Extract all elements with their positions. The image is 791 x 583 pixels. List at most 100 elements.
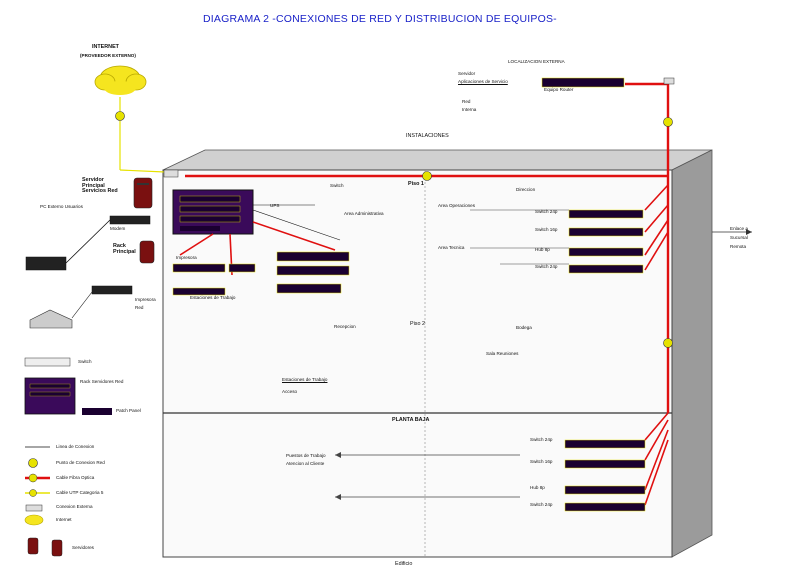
diagram-title: DIAGRAMA 2 -CONEXIONES DE RED Y DISTRIBU… xyxy=(203,13,557,25)
switch-icon xyxy=(276,251,350,262)
legend-label: Rack Servidores Red xyxy=(80,379,124,384)
printer-sublabel: Red xyxy=(135,305,144,310)
legend-label: Switch xyxy=(78,359,92,364)
legend-label: Patch Panel xyxy=(116,408,141,413)
modem-label: Modem xyxy=(110,226,126,231)
external-label: Interna xyxy=(462,107,477,112)
area-label: Estaciones de Trabajo xyxy=(282,377,328,382)
branch-link xyxy=(644,439,669,506)
floor-label-ground: PLANTA BAJA xyxy=(392,417,430,423)
cloud-sublabel: (PROVEEDOR EXTERNO) xyxy=(80,53,136,58)
legend-server-icon xyxy=(27,537,39,555)
internet-cloud-icon xyxy=(94,65,147,95)
branch-link xyxy=(644,419,669,461)
switch-icon xyxy=(568,209,644,219)
switch-icon xyxy=(276,265,350,276)
device-label: Switch 24p xyxy=(530,502,553,507)
server-label: Servidor Principal Servicios Red xyxy=(82,177,118,195)
legend-point-icon xyxy=(28,458,38,468)
floor-label-mid: Piso 2 xyxy=(410,321,425,327)
external-pc-label: PC Externo Usuarios xyxy=(40,204,83,209)
device-label: Switch 24p xyxy=(530,437,553,442)
branch-link xyxy=(644,184,669,211)
rack-link xyxy=(252,221,336,251)
rack-link xyxy=(179,233,214,256)
remote-label: Sucursal xyxy=(730,235,748,240)
switch-icon xyxy=(228,263,256,273)
connection-point-icon xyxy=(663,117,673,127)
area-label: Switch xyxy=(330,183,344,188)
legend-label: Punto de Conexion Red xyxy=(56,460,105,465)
switch-icon xyxy=(568,264,644,274)
legend-label: Linea de Conexion xyxy=(56,444,95,449)
external-header: LOCALIZACION EXTERNA xyxy=(508,59,565,64)
remote-label: Remota xyxy=(730,244,747,249)
external-device-icon xyxy=(541,77,625,88)
switch-icon xyxy=(276,283,342,294)
branch-link xyxy=(644,429,669,491)
device-label: Hub 8p xyxy=(535,247,550,252)
area-label: Estaciones de Trabajo xyxy=(190,295,236,300)
area-label: Bodega xyxy=(516,325,532,330)
area-label: UPS xyxy=(270,203,280,208)
remote-label: Enlace a xyxy=(730,226,748,231)
legend-label: Conexion Externa xyxy=(56,504,93,509)
area-label: Area Tecnica xyxy=(438,245,465,250)
device-label: Switch 24p xyxy=(535,209,558,214)
cloud-label: INTERNET xyxy=(92,44,119,50)
entry-router-icon xyxy=(163,169,179,178)
switch-icon xyxy=(568,227,644,237)
switch-icon xyxy=(564,502,646,512)
device-label: Switch 16p xyxy=(535,227,558,232)
legend-label: Servidores xyxy=(72,545,94,550)
external-label: Equipo Router xyxy=(544,87,574,92)
connection-point-icon xyxy=(115,111,125,121)
connection-point-icon xyxy=(422,171,432,181)
rack-link-thin xyxy=(252,209,341,241)
legend-internet-icon xyxy=(24,514,44,526)
area-label: Area Operaciones xyxy=(438,203,476,208)
area-label: Area Administrativa xyxy=(344,211,384,216)
printer-label: Impresora xyxy=(135,297,156,302)
internet-link-2 xyxy=(119,169,166,173)
area-label: Impresora xyxy=(176,255,197,260)
area-label: Recepcion xyxy=(334,324,356,329)
server-tower-icon xyxy=(139,240,155,264)
external-pc-icon xyxy=(25,256,67,271)
building-label: Edificio xyxy=(395,561,413,567)
legend-label: Internet xyxy=(56,517,72,522)
building-roof xyxy=(162,149,713,171)
legend-label: Cable UTP Categoria 5 xyxy=(56,490,104,495)
legend-server-icon xyxy=(51,539,63,557)
area-label: Sala Reuniones xyxy=(486,351,519,356)
switch-icon xyxy=(172,263,226,273)
area-label: Atencion al Cliente xyxy=(286,461,325,466)
area-label: Direccion xyxy=(516,187,536,192)
rack-label: Rack Principal xyxy=(113,243,136,255)
external-label: Servidor xyxy=(458,71,476,76)
device-label: Switch 24p xyxy=(535,264,558,269)
switch-icon xyxy=(564,485,646,495)
legend-switch-icon xyxy=(24,357,71,367)
switch-icon xyxy=(172,287,226,296)
device-label: Hub 8p xyxy=(530,485,545,490)
area-label: Acceso xyxy=(282,389,298,394)
legend-label: Cable Fibra Optica xyxy=(56,475,95,480)
device-label: Switch 16p xyxy=(530,459,553,464)
external-label: Red xyxy=(462,99,471,104)
branch-link xyxy=(644,231,669,271)
area-label: Puestos de Trabajo xyxy=(286,453,326,458)
connection-point-icon xyxy=(663,338,673,348)
legend-external-icon xyxy=(25,504,43,512)
switch-icon xyxy=(564,459,646,469)
modem-icon xyxy=(109,215,151,225)
building-side-wall xyxy=(671,149,713,558)
external-router-icon xyxy=(663,77,675,85)
branch-link xyxy=(644,219,669,256)
printer-icon xyxy=(29,309,73,329)
server-tower-icon xyxy=(133,177,153,209)
floor-label-top: Piso 1 xyxy=(408,181,424,187)
switch-icon xyxy=(564,439,646,449)
